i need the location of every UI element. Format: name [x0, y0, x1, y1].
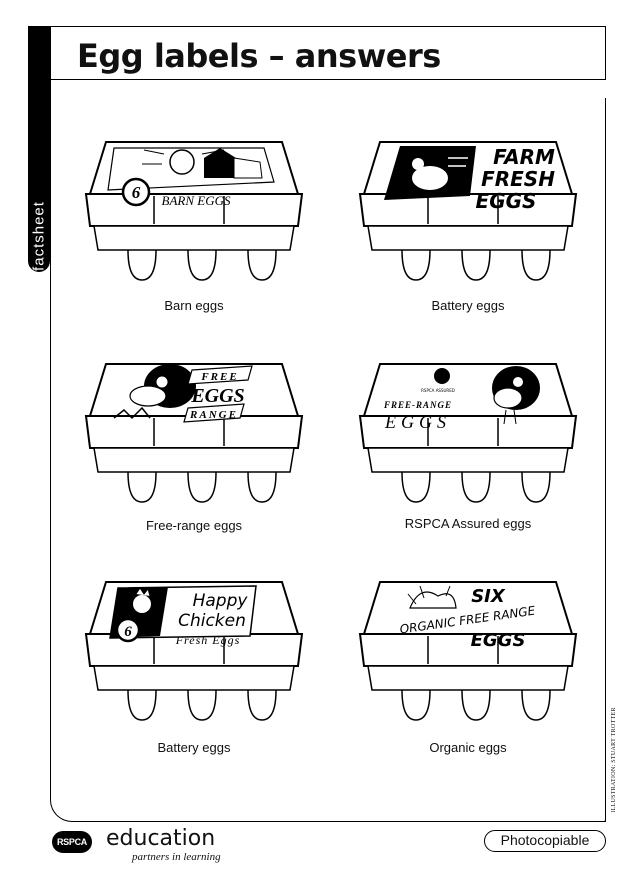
education-brand: education [106, 826, 216, 851]
egg-box-barn-number: 6 [132, 183, 141, 202]
egg-box-free-range-line1: FREE [200, 371, 238, 383]
photocopiable-badge: Photocopiable [484, 830, 606, 852]
title-box: Egg labels – answers [50, 26, 606, 80]
egg-box-rspca-assured-illustration: RSPCA ASSURED FREE-RANGE EGGS [358, 363, 578, 503]
egg-box-free-range: FREE EGGS RANGE [84, 356, 304, 506]
caption-barn-eggs: Barn eggs [164, 298, 224, 313]
egg-box-happy-chicken-number: 6 [124, 624, 132, 640]
content-frame-right-edge [604, 98, 606, 822]
egg-box-farm-fresh-line1: FARM [493, 145, 555, 169]
egg-box-happy-chicken-line2: Chicken [178, 611, 246, 631]
caption-rspca-assured-eggs: RSPCA Assured eggs [404, 516, 532, 531]
side-tab: factsheet [28, 26, 50, 272]
illustration-credit: ILLUSTRATION: STUART TROTTER [611, 707, 617, 813]
egg-box-happy-chicken: 6 Happy Chicken Fresh Eggs [84, 574, 304, 724]
egg-box-rspca-assured: RSPCA ASSURED FREE-RANGE EGGS [358, 356, 578, 506]
egg-box-barn-label: BARN EGGS [162, 193, 231, 208]
egg-box-barn-illustration: 6 BARN EGGS [84, 141, 304, 281]
egg-box-farm-fresh: FARM FRESH EGGS [358, 134, 578, 284]
egg-box-farm-fresh-illustration: FARM FRESH EGGS [358, 141, 578, 281]
egg-box-free-range-line2: EGGS [190, 385, 244, 407]
egg-box-organic-illustration: SIX ORGANIC FREE RANGE EGGS [358, 581, 578, 721]
egg-box-rspca-line1: FREE-RANGE [383, 400, 452, 410]
content-frame [50, 80, 606, 822]
caption-organic-eggs: Organic eggs [429, 740, 507, 755]
egg-box-happy-chicken-line3: Fresh Eggs [175, 633, 241, 647]
egg-box-barn: 6 BARN EGGS [84, 134, 304, 284]
rspca-logo: RSPCA [52, 831, 92, 853]
caption-battery-eggs-1: Battery eggs [431, 298, 505, 313]
egg-box-organic-line1: SIX [471, 586, 506, 607]
egg-box-rspca-line2: EGGS [384, 412, 451, 432]
egg-box-free-range-illustration: FREE EGGS RANGE [84, 363, 304, 503]
page-title: Egg labels – answers [77, 37, 441, 75]
education-tagline: partners in learning [132, 851, 221, 863]
egg-box-rspca-badge: RSPCA ASSURED [421, 388, 455, 393]
egg-box-farm-fresh-line2: FRESH [481, 167, 555, 191]
egg-box-free-range-line3: RANGE [189, 409, 238, 421]
caption-battery-eggs-2: Battery eggs [157, 740, 231, 755]
side-tab-label: factsheet [30, 201, 48, 271]
caption-free-range-eggs: Free-range eggs [145, 518, 243, 533]
egg-box-organic: SIX ORGANIC FREE RANGE EGGS [358, 574, 578, 724]
egg-box-organic-line3: EGGS [471, 630, 526, 651]
egg-box-happy-chicken-illustration: 6 Happy Chicken Fresh Eggs [84, 581, 304, 721]
egg-box-happy-chicken-line1: Happy [193, 591, 249, 611]
egg-box-farm-fresh-line3: EGGS [476, 189, 537, 213]
